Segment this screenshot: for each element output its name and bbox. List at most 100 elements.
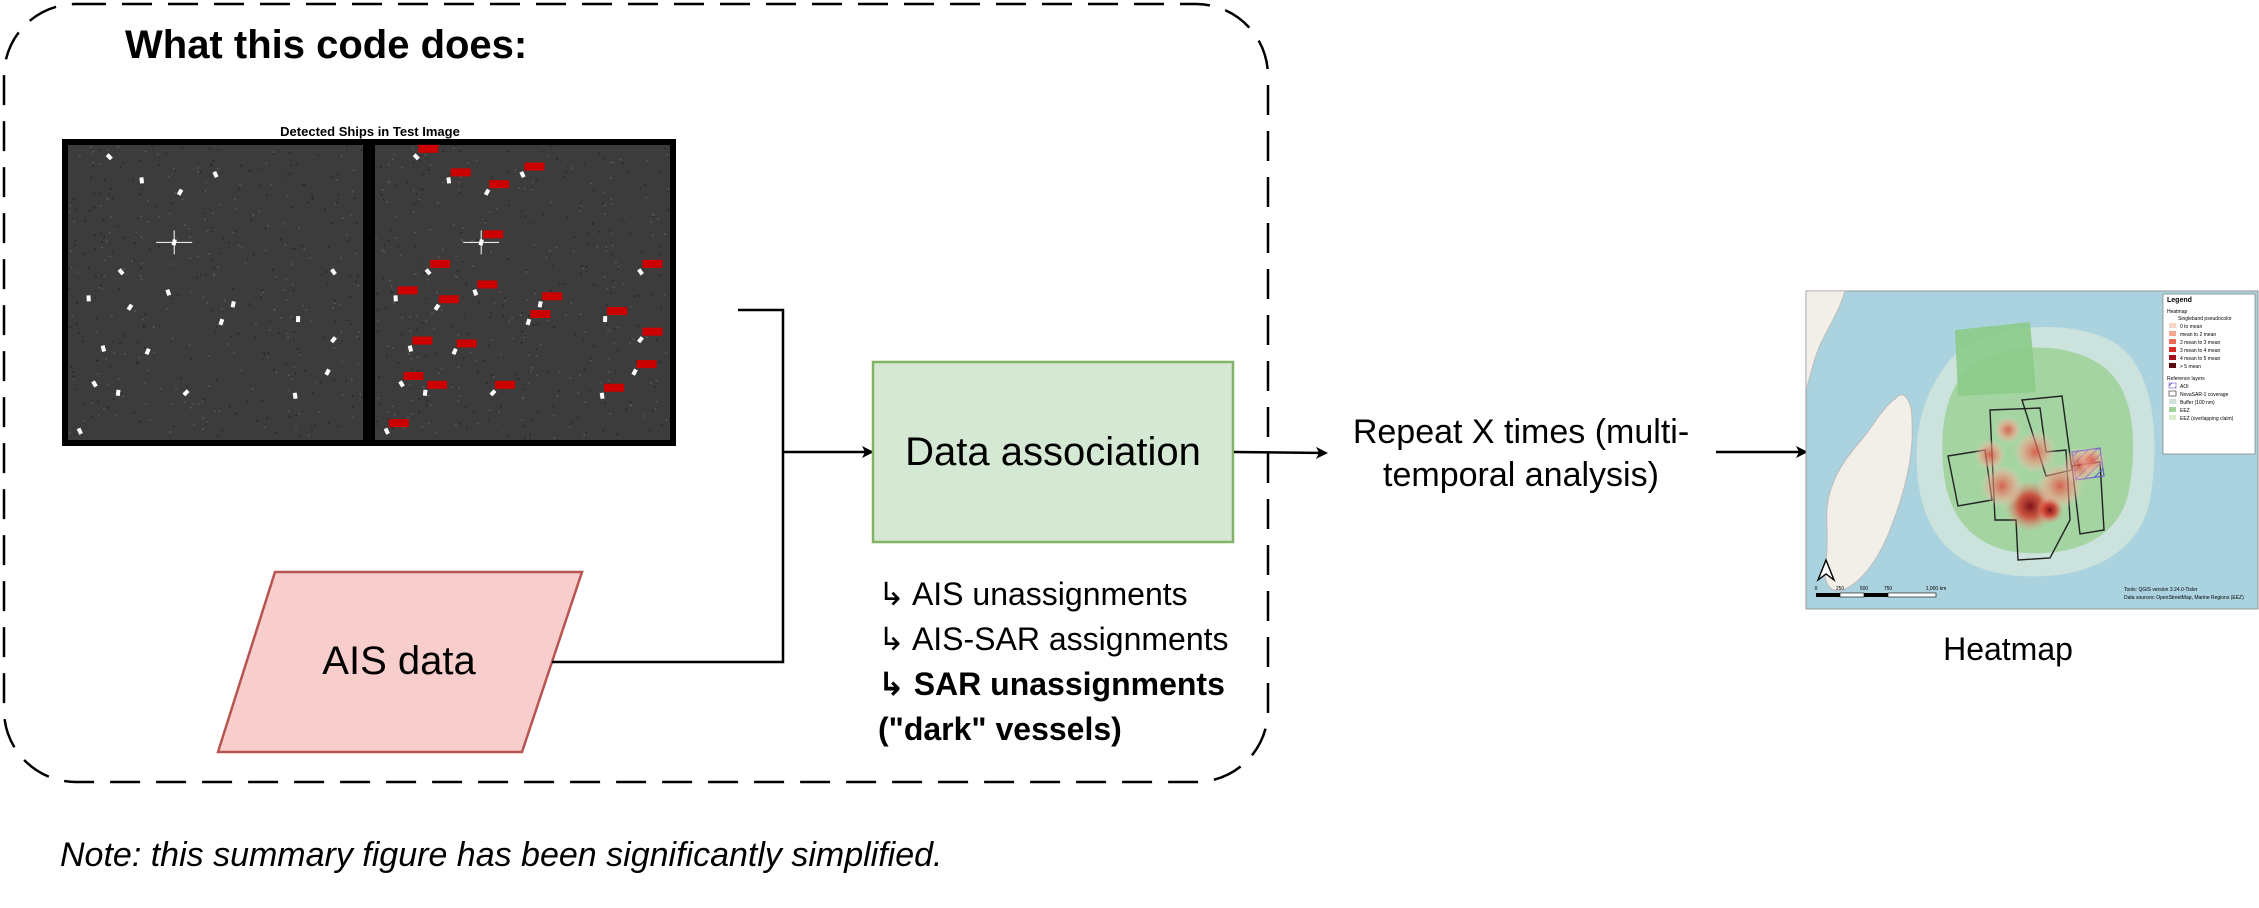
speckle <box>458 181 461 183</box>
speckle <box>278 332 280 334</box>
speckle <box>290 315 292 318</box>
speckle <box>188 344 191 347</box>
speckle <box>182 198 184 201</box>
speckle <box>141 236 143 238</box>
speckle <box>284 223 286 225</box>
speckle <box>92 165 94 167</box>
speckle <box>550 201 553 204</box>
speckle <box>422 173 425 175</box>
speckle <box>535 374 538 377</box>
speckle <box>640 250 643 253</box>
speckle <box>256 420 259 422</box>
speckle <box>88 267 90 270</box>
speckle <box>439 306 441 308</box>
ship-return <box>519 170 526 179</box>
speckle <box>522 397 525 399</box>
speckle <box>451 325 454 328</box>
speckle <box>296 163 299 165</box>
speckle <box>663 293 666 296</box>
speckle <box>359 393 362 396</box>
speckle <box>460 232 462 234</box>
speckle <box>452 224 455 226</box>
ship-return <box>86 295 91 302</box>
speckle <box>642 415 645 417</box>
map-coverage-1 <box>1989 407 2071 561</box>
speckle <box>394 237 397 239</box>
output-dark-vessels: ("dark" vessels) <box>878 711 1122 747</box>
speckle <box>248 170 250 172</box>
speckle <box>403 427 405 429</box>
speckle <box>273 369 275 371</box>
data-association-label: Data association <box>905 430 1201 474</box>
speckle <box>416 314 418 317</box>
speckle <box>483 359 485 362</box>
speckle <box>453 147 455 149</box>
speckle <box>106 240 108 242</box>
heat-blob <box>2013 430 2057 474</box>
speckle <box>217 266 219 268</box>
speckle <box>623 223 626 225</box>
speckle <box>506 435 509 437</box>
speckle <box>217 434 219 437</box>
ship-return <box>230 300 236 308</box>
speckle <box>160 387 162 390</box>
speckle <box>529 437 532 440</box>
speckle <box>273 309 275 311</box>
speckle <box>477 239 479 241</box>
speckle <box>280 238 282 241</box>
speckle <box>627 170 630 173</box>
speckle <box>147 200 149 202</box>
speckle <box>415 273 417 275</box>
speckle <box>353 197 356 199</box>
speckle <box>143 347 146 349</box>
speckle <box>287 336 289 339</box>
speckle <box>598 152 601 155</box>
speckle <box>614 369 617 372</box>
speckle <box>441 248 444 251</box>
speckle <box>341 339 343 342</box>
speckle <box>419 188 422 190</box>
speckle <box>100 285 102 287</box>
map-eez-north <box>1955 322 2036 396</box>
detection-label-box <box>430 259 451 268</box>
speckle <box>500 353 502 356</box>
speckle <box>485 220 487 222</box>
ship-return <box>478 238 484 246</box>
ship-return <box>451 347 458 356</box>
speckle <box>578 210 581 212</box>
speckle <box>265 162 267 165</box>
speckle <box>393 153 396 156</box>
speckle <box>123 267 125 270</box>
detection-label-box <box>450 168 471 177</box>
speckle <box>392 347 395 349</box>
speckle <box>541 151 543 153</box>
speckle <box>211 309 214 311</box>
speckle <box>493 376 495 379</box>
speckle <box>262 291 264 294</box>
speckle <box>224 299 226 302</box>
legend-class-label: > 5 mean <box>2180 364 2201 370</box>
ship-return <box>91 380 98 388</box>
speckle <box>232 287 234 290</box>
speckle <box>75 207 78 209</box>
speckle <box>334 302 336 304</box>
speckle <box>581 265 584 267</box>
speckle <box>107 406 109 409</box>
speckle <box>174 169 177 172</box>
speckle <box>269 329 271 331</box>
speckle <box>68 204 71 207</box>
speckle <box>133 259 135 261</box>
speckle <box>414 231 416 234</box>
speckle <box>545 256 548 259</box>
speckle <box>134 242 136 244</box>
speckle <box>209 164 212 167</box>
speckle <box>136 217 139 219</box>
map-credit-1: Tools: QGIS version 3.24.0-Tisler <box>2124 587 2198 593</box>
speckle <box>204 218 206 221</box>
speckle <box>158 325 161 327</box>
speckle <box>602 429 604 432</box>
speckle <box>515 373 517 376</box>
speckle <box>380 166 382 168</box>
